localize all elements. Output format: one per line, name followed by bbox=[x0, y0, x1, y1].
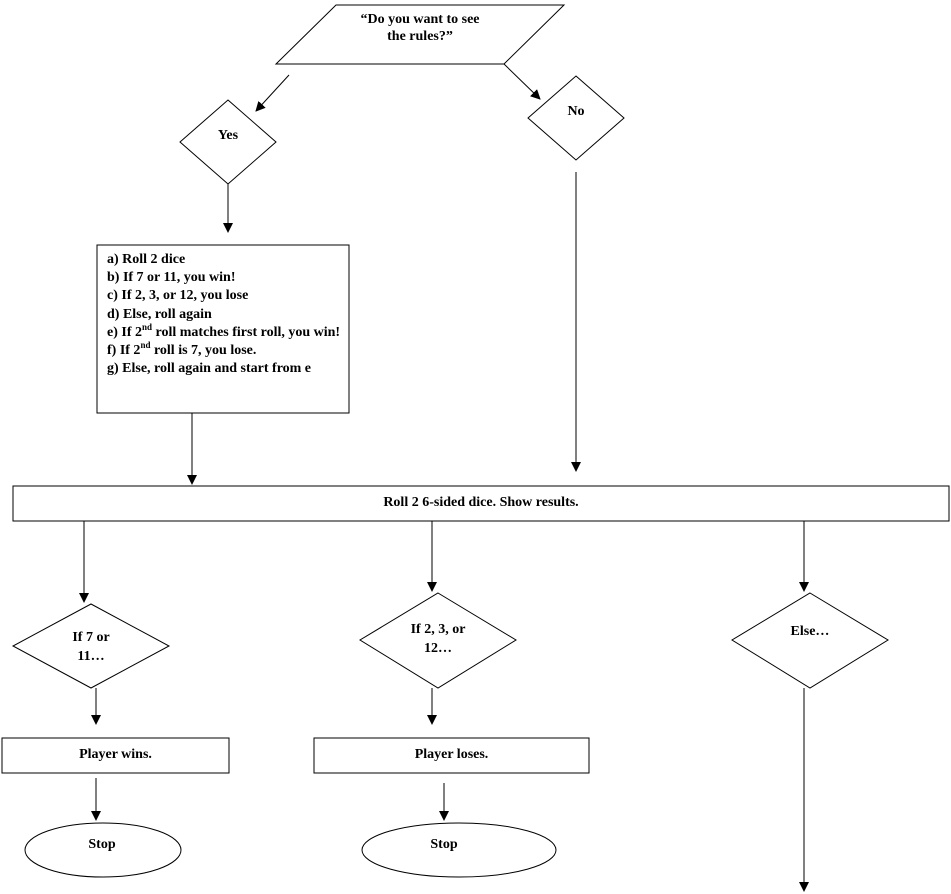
question-label: “Do you want to see the rules?” bbox=[360, 12, 480, 44]
else-condition-label: Else… bbox=[790, 624, 830, 639]
rule-f: f) If 2nd roll is 7, you lose. bbox=[107, 340, 257, 359]
player-loses-box bbox=[313, 737, 590, 774]
yes-label: Yes bbox=[217, 128, 239, 143]
stop-win-terminal bbox=[24, 822, 182, 878]
roll-dice-label: Roll 2 6-sided dice. Show results. bbox=[383, 495, 579, 510]
roll-dice-box bbox=[12, 485, 950, 522]
win-condition-diamond bbox=[11, 603, 171, 689]
no-diamond bbox=[527, 75, 625, 161]
arrow-to-yes bbox=[255, 74, 290, 112]
rule-b: b) If 7 or 11, you win! bbox=[107, 270, 236, 286]
rules-list: a) Roll 2 dice b) If 7 or 11, you win! c… bbox=[107, 251, 342, 407]
rule-e: e) If 2nd roll matches first roll, you w… bbox=[107, 321, 341, 340]
rule-c: c) If 2, 3, or 12, you lose bbox=[107, 288, 249, 304]
stop-lose-label: Stop bbox=[430, 837, 458, 852]
stop-win-label: Stop bbox=[88, 837, 116, 852]
stop-lose-terminal bbox=[361, 822, 557, 878]
player-wins-box bbox=[1, 737, 230, 774]
lose-condition-label: If 2, 3, or 12… bbox=[410, 622, 466, 656]
win-condition-label: If 7 or 11… bbox=[72, 630, 110, 664]
player-loses-label: Player loses. bbox=[414, 747, 489, 762]
lose-condition-diamond bbox=[359, 592, 517, 689]
arrow-to-no bbox=[503, 63, 541, 100]
player-wins-label: Player wins. bbox=[79, 747, 152, 762]
rule-a: a) Roll 2 dice bbox=[107, 252, 186, 267]
rule-d: d) Else, roll again bbox=[107, 306, 212, 322]
rules-box bbox=[96, 244, 350, 414]
else-condition-diamond bbox=[731, 592, 889, 689]
no-label: No bbox=[567, 104, 585, 119]
rule-g: g) Else, roll again and start from e bbox=[107, 361, 312, 377]
